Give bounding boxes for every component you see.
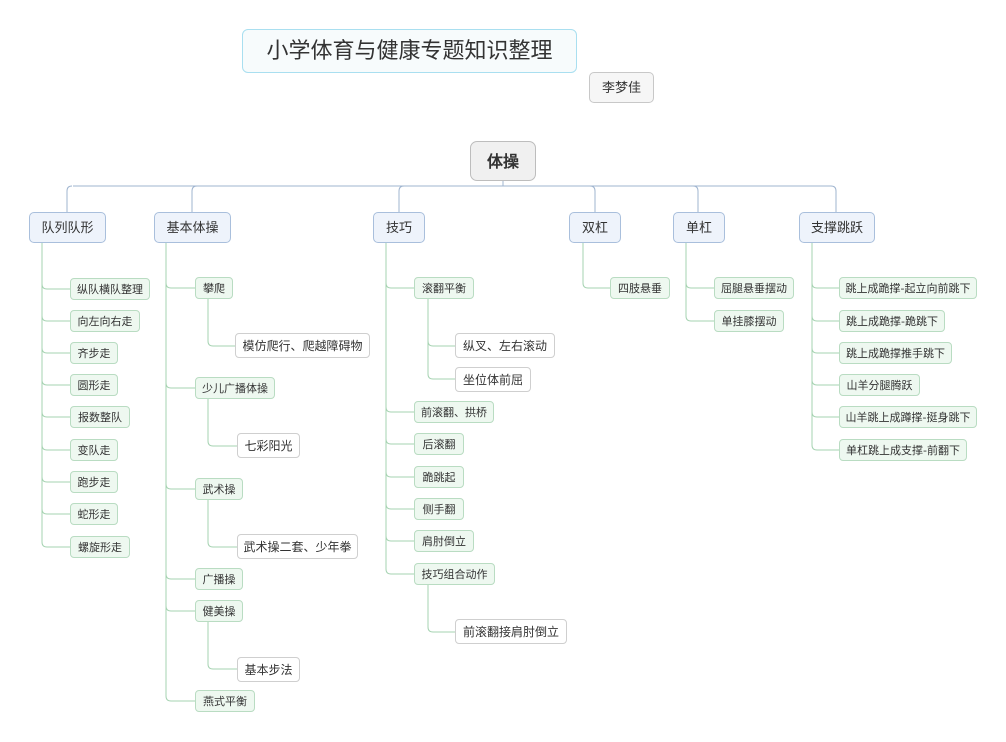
connector-line	[427, 299, 455, 380]
topic-biandui[interactable]: 变队走	[70, 439, 118, 461]
topic-shanyang-fentui[interactable]: 山羊分腿腾跃	[839, 374, 920, 396]
topic-gunfan[interactable]: 滚翻平衡	[414, 277, 474, 299]
topic-yuanxing[interactable]: 圆形走	[70, 374, 118, 396]
connector-line	[165, 243, 195, 490]
connector-line	[811, 243, 839, 386]
subtopic-mofang[interactable]: 模仿爬行、爬越障碍物	[235, 333, 370, 358]
branch-jiben[interactable]: 基本体操	[154, 212, 231, 243]
branch-zhicheng[interactable]: 支撑跳跃	[799, 212, 875, 243]
topic-shaoer[interactable]: 少儿广播体操	[195, 377, 275, 399]
topic-hougunfan[interactable]: 后滚翻	[414, 433, 464, 455]
connector-line	[385, 243, 414, 510]
root-topic[interactable]: 体操	[470, 141, 536, 181]
connector-line	[811, 243, 839, 418]
connector-line	[165, 243, 195, 289]
connector-line	[41, 243, 70, 386]
connector-line	[165, 243, 195, 580]
branch-dangang[interactable]: 单杠	[673, 212, 725, 243]
subtopic-qicai[interactable]: 七彩阳光	[237, 433, 300, 458]
topic-baoshu[interactable]: 报数整队	[70, 406, 130, 428]
connector-line	[589, 185, 596, 212]
connector-line	[385, 243, 414, 575]
connector-line	[427, 299, 455, 347]
connector-line	[830, 185, 837, 212]
topic-jianzhou[interactable]: 肩肘倒立	[414, 530, 474, 552]
connector-line	[41, 243, 70, 322]
topic-qiangunfan[interactable]: 前滚翻、拱桥	[414, 401, 494, 423]
connector-line	[207, 299, 235, 347]
topic-guicheng-qili[interactable]: 跳上成跪撑-起立向前跳下	[839, 277, 977, 299]
topic-guicheng-tuishou[interactable]: 跳上成跪撑推手跳下	[839, 342, 952, 364]
connector-line	[41, 243, 70, 451]
connector-line	[385, 243, 414, 445]
subtopic-qiangunfanjie[interactable]: 前滚翻接肩肘倒立	[455, 619, 567, 644]
branch-shuanggang[interactable]: 双杠	[569, 212, 621, 243]
topic-shanyang-dunzheng[interactable]: 山羊跳上成蹲撑-挺身跳下	[839, 406, 977, 428]
topic-qutui[interactable]: 屈腿悬垂摆动	[714, 277, 794, 299]
connector-line	[398, 185, 405, 212]
branch-jiqiao[interactable]: 技巧	[373, 212, 425, 243]
connector-line	[685, 243, 714, 322]
page-title: 小学体育与健康专题知识整理	[242, 29, 577, 73]
connector-line	[427, 585, 455, 633]
connector-line	[811, 243, 839, 322]
author-label: 李梦佳	[589, 72, 654, 103]
connector-line	[41, 243, 70, 515]
connector-line	[811, 243, 839, 451]
connector-line	[191, 185, 198, 212]
subtopic-zuowei[interactable]: 坐位体前屈	[455, 367, 531, 392]
topic-guicheng-guitiao[interactable]: 跳上成跪撑-跪跳下	[839, 310, 945, 332]
connector-line	[811, 243, 839, 354]
subtopic-zongcha[interactable]: 纵叉、左右滚动	[455, 333, 555, 358]
topic-wushu[interactable]: 武术操	[195, 478, 243, 500]
topic-zuhe[interactable]: 技巧组合动作	[414, 563, 495, 585]
connector-line	[811, 243, 839, 289]
topic-paobu[interactable]: 跑步走	[70, 471, 118, 493]
topic-danguaxi[interactable]: 单挂膝摆动	[714, 310, 784, 332]
connector-line	[207, 622, 237, 670]
connector-line	[582, 243, 610, 289]
topic-zongdui[interactable]: 纵队横队整理	[70, 278, 150, 300]
topic-yanshi[interactable]: 燕式平衡	[195, 690, 255, 712]
connector-line	[66, 185, 73, 212]
topic-panpa[interactable]: 攀爬	[195, 277, 233, 299]
connector-line	[41, 243, 70, 418]
topic-sizhi[interactable]: 四肢悬垂	[610, 277, 670, 299]
topic-ceshoufan[interactable]: 侧手翻	[414, 498, 464, 520]
connector-line	[685, 243, 714, 289]
branch-duilie[interactable]: 队列队形	[29, 212, 106, 243]
topic-dangang-tiaoshang[interactable]: 单杠跳上成支撑-前翻下	[839, 439, 967, 461]
topic-qibu[interactable]: 齐步走	[70, 342, 118, 364]
subtopic-jibenbufa[interactable]: 基本步法	[237, 657, 300, 682]
connector-line	[385, 243, 414, 478]
connector-line	[165, 243, 195, 389]
topic-guangbo[interactable]: 广播操	[195, 568, 243, 590]
topic-jianmei[interactable]: 健美操	[195, 600, 243, 622]
connector-line	[385, 243, 414, 413]
connector-line	[41, 243, 70, 354]
topic-shexing[interactable]: 蛇形走	[70, 503, 118, 525]
connector-line	[41, 243, 70, 483]
subtopic-wushuer[interactable]: 武术操二套、少年拳	[237, 534, 358, 559]
topic-guitiaoqi[interactable]: 跪跳起	[414, 466, 464, 488]
connector-line	[692, 185, 699, 212]
connector-line	[41, 243, 70, 290]
connector-line	[165, 243, 195, 612]
connector-line	[165, 243, 195, 702]
connector-line	[385, 243, 414, 289]
topic-luoxuan[interactable]: 螺旋形走	[70, 536, 130, 558]
topic-xiangzuo[interactable]: 向左向右走	[70, 310, 140, 332]
connector-line	[41, 243, 70, 548]
connector-line	[207, 500, 237, 548]
connector-line	[207, 399, 237, 447]
